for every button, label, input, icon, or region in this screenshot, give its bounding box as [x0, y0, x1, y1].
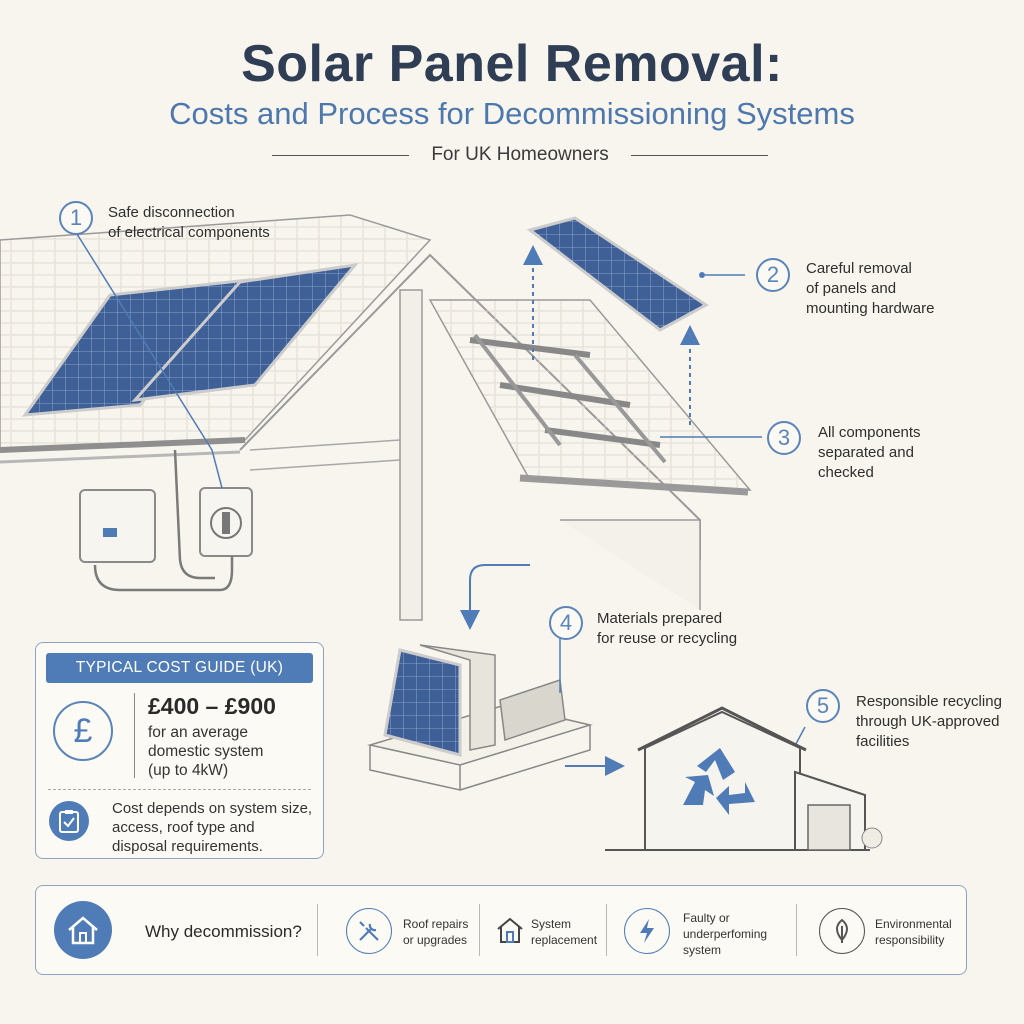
- step-1-number: 1: [59, 201, 93, 235]
- recycle-icon: [683, 748, 755, 815]
- pound-icon: £: [53, 701, 113, 761]
- cost-description: for an average domestic system (up to 4k…: [148, 723, 318, 780]
- inverter: [79, 489, 156, 563]
- cost-guide-header: TYPICAL COST GUIDE (UK): [46, 653, 313, 683]
- step-3-line-1: All components: [818, 424, 921, 441]
- leaf-icon: [819, 908, 865, 954]
- reason-2-text: System replacement: [531, 916, 597, 948]
- cost-note-line-3: disposal requirements.: [112, 838, 263, 855]
- reason-4-line-2: responsibility: [875, 933, 945, 947]
- left-rule: [272, 154, 410, 156]
- stacked-panels-pallet: [367, 644, 593, 791]
- step-5-line-2: through UK-approved: [856, 713, 1000, 730]
- step-5-line-1: Responsible recycling: [856, 693, 1002, 710]
- step-3-line-2: separated and: [818, 444, 914, 461]
- reason-4-line-1: Environmental: [875, 917, 952, 931]
- why-label: Why decommission?: [145, 922, 302, 941]
- why-separator: [479, 904, 480, 956]
- cost-desc-line-3: (up to 4kW): [148, 762, 229, 779]
- tools-icon: [346, 908, 392, 954]
- step-2-number: 2: [756, 258, 790, 292]
- lifted-panel: [526, 216, 709, 332]
- step-4-text: Materials prepared for reuse or recyclin…: [597, 609, 737, 649]
- right-roof: [428, 299, 752, 496]
- step-4-line-1: Materials prepared: [597, 610, 723, 627]
- reason-3-line-3: system: [683, 943, 722, 957]
- step-3-text: All components separated and checked: [818, 423, 921, 483]
- reason-3-text: Faulty or underperfoming system: [683, 910, 767, 958]
- reason-1-text: Roof repairs or upgrades: [403, 916, 468, 948]
- step-1-line-1: Safe disconnection: [108, 204, 235, 221]
- cost-divider-vertical: [134, 693, 135, 778]
- step-3-number: 3: [767, 421, 801, 455]
- reason-3-line-2: underperfoming: [683, 927, 768, 941]
- step-2-line-2: of panels and: [806, 280, 897, 297]
- why-separator: [796, 904, 797, 956]
- audience-label: For UK Homeowners: [431, 144, 609, 165]
- reason-4-text: Environmental responsibility: [875, 916, 952, 948]
- reason-2-line-1: System: [531, 917, 572, 931]
- cost-note-line-2: access, roof type and: [112, 819, 255, 836]
- right-rule: [630, 154, 769, 156]
- cost-desc-line-2: domestic system: [148, 743, 264, 760]
- step-5-line-3: facilities: [856, 733, 910, 750]
- cable: [93, 556, 234, 592]
- reason-1-line-1: Roof repairs: [403, 917, 469, 931]
- house-icon: [492, 912, 528, 948]
- step-5-number: 5: [806, 689, 840, 723]
- why-separator: [317, 904, 318, 956]
- flow-arrow-down: [460, 564, 530, 630]
- audience-row: For UK Homeowners: [272, 142, 769, 168]
- why-separator: [606, 904, 607, 956]
- step-2-dot: [699, 272, 705, 278]
- recycling-facility: [605, 706, 883, 851]
- reason-2-line-2: replacement: [531, 933, 598, 947]
- cost-desc-line-1: for an average: [148, 724, 248, 741]
- isolator-meter: [199, 487, 253, 557]
- mounting-rails: [469, 333, 667, 464]
- step-4-number: 4: [549, 606, 583, 640]
- cost-divider-horizontal: [48, 789, 311, 790]
- step-2-line-1: Careful removal: [806, 260, 912, 277]
- step-1-text: Safe disconnection of electrical compone…: [108, 203, 270, 243]
- installed-solar-panels: [21, 262, 359, 417]
- roof-cable: [173, 449, 215, 580]
- reason-1-line-2: or upgrades: [403, 933, 468, 947]
- page-title: Solar Panel Removal:: [241, 35, 783, 93]
- step-1-pointer: [76, 233, 223, 489]
- cost-note-line-1: Cost depends on system size,: [112, 800, 313, 817]
- lightning-icon: [624, 908, 670, 954]
- step-1-line-2: of electrical components: [108, 224, 270, 241]
- cost-range: £400 – £900: [148, 693, 276, 719]
- step-3-line-3: checked: [818, 464, 874, 481]
- step-2-line-3: mounting hardware: [806, 300, 935, 317]
- step-4-line-2: for reuse or recycling: [597, 630, 738, 647]
- why-decommission-box: Why decommission? Roof repairs or upgrad…: [35, 885, 967, 975]
- cost-note: Cost depends on system size, access, roo…: [112, 799, 322, 856]
- page-subtitle: Costs and Process for Decommissioning Sy…: [169, 96, 855, 131]
- home-icon: [54, 901, 112, 959]
- reason-3-line-1: Faulty or: [683, 911, 730, 925]
- step-5-text: Responsible recycling through UK-approve…: [856, 692, 1002, 752]
- step-2-text: Careful removal of panels and mounting h…: [806, 259, 934, 319]
- cost-guide-box: TYPICAL COST GUIDE (UK) £ £400 – £900 fo…: [35, 642, 324, 859]
- clipboard-icon: [49, 801, 89, 841]
- house-structure: [239, 253, 701, 621]
